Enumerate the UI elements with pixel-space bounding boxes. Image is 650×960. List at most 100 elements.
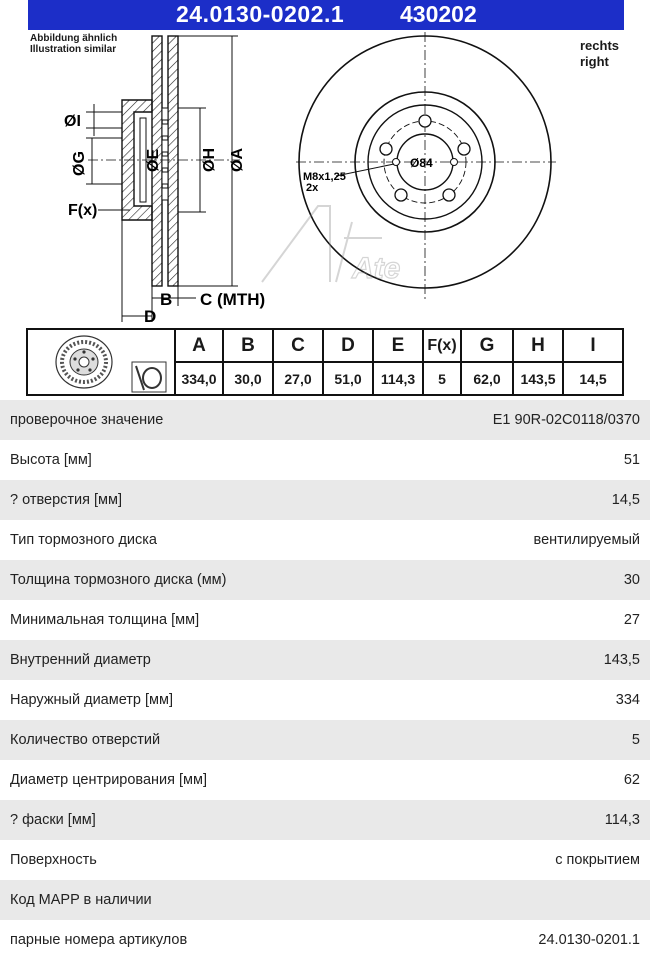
dim-header-g: G xyxy=(462,330,512,363)
dim-col-a: A 334,0 xyxy=(176,330,224,394)
dimension-lines xyxy=(86,35,238,322)
dim-col-h: H 143,5 xyxy=(514,330,564,394)
disc-thumbnail xyxy=(28,330,176,394)
part-number: 24.0130-0202.1 xyxy=(176,1,345,27)
rotor-ring-inner xyxy=(167,35,179,287)
spec-label: Диаметр центрирования [мм] xyxy=(10,772,208,788)
dim-header-i: I xyxy=(564,330,622,363)
dim-value-e: 114,3 xyxy=(380,370,416,387)
note-de: Abbildung ähnlich xyxy=(30,33,118,44)
spec-value: 143,5 xyxy=(603,652,640,668)
dimension-table: A 334,0 B 30,0 C 27,0 D 51,0 E 114,3 F(x… xyxy=(26,328,624,396)
dim-value-b: 30,0 xyxy=(234,370,262,387)
spec-value: 5 xyxy=(631,732,640,748)
dim-header-b: B xyxy=(224,330,272,363)
dim-value-a: 334,0 xyxy=(181,370,217,387)
dim-col-b: B 30,0 xyxy=(224,330,274,394)
dim-header-e: E xyxy=(374,330,422,363)
spec-row: Наружный диаметр [мм] 334 xyxy=(0,680,650,720)
dim-col-g: G 62,0 xyxy=(462,330,514,394)
spec-value: 62 xyxy=(623,772,640,788)
specs-table: проверочное значение E1 90R-02C0118/0370… xyxy=(0,400,650,960)
note-en: Illustration similar xyxy=(30,44,117,55)
dim-value-c: 27,0 xyxy=(284,370,312,387)
alt-number: 430202 xyxy=(400,1,477,27)
dim-value-d: 51,0 xyxy=(334,370,362,387)
spec-row: Код MAPP в наличии xyxy=(0,880,650,920)
label-c: C (MTH) xyxy=(200,290,265,309)
spec-label: Высота [мм] xyxy=(10,452,92,468)
thread-leader xyxy=(335,163,395,177)
spec-row: ? фаски [мм] 114,3 xyxy=(0,800,650,840)
vent-fins xyxy=(161,107,169,201)
dim-col-e: E 114,3 xyxy=(374,330,424,394)
dim-col-i: I 14,5 xyxy=(564,330,622,394)
spec-label: парные номера артикулов xyxy=(10,932,188,948)
dim-col-f: F(x) 5 xyxy=(424,330,462,394)
hub-circle xyxy=(367,104,483,220)
spec-row: Толщина тормозного диска (мм) 30 xyxy=(0,560,650,600)
label-e: ØE xyxy=(145,149,162,172)
spec-label: Наружный диаметр [мм] xyxy=(10,692,174,708)
label-center: Ø84 xyxy=(410,156,433,170)
disc-cross-section: ØI ØG ØE ØH ØA F(x) B C (MTH) D xyxy=(64,35,265,326)
title-bar: 24.0130-0202.1 430202 xyxy=(28,0,624,30)
thread-holes xyxy=(392,158,458,166)
dim-header-f: F(x) xyxy=(424,330,460,363)
label-f: F(x) xyxy=(68,202,97,219)
spec-label: Внутренний диаметр xyxy=(10,652,151,668)
label-b: B xyxy=(160,290,172,309)
spec-row: ? отверстия [мм] 14,5 xyxy=(0,480,650,520)
dim-col-d: D 51,0 xyxy=(324,330,374,394)
spec-value: с покрытием xyxy=(555,852,640,868)
spec-label: Тип тормозного диска xyxy=(10,532,157,548)
label-g: ØG xyxy=(71,151,88,176)
spec-row: Диаметр центрирования [мм] 62 xyxy=(0,760,650,800)
dim-value-g: 62,0 xyxy=(473,370,501,387)
spec-value: 14,5 xyxy=(611,492,640,508)
spec-value: 334 xyxy=(615,692,640,708)
label-i: ØI xyxy=(64,113,81,130)
watermark-text: Ate xyxy=(351,252,400,285)
spec-label: Поверхность xyxy=(10,852,97,868)
spec-label: Минимальная толщина [мм] xyxy=(10,612,200,628)
spec-row: Количество отверстий 5 xyxy=(0,720,650,760)
bolt-holes xyxy=(379,114,471,202)
side-indicator: rechts right xyxy=(580,38,619,70)
label-thread: M8x1,25 xyxy=(303,171,346,183)
dim-value-f: 5 xyxy=(438,370,446,387)
spec-value: E1 90R-02C0118/0370 xyxy=(492,412,640,428)
technical-drawing: 24.0130-0202.1 430202 Abbildung ähnlich … xyxy=(0,0,650,400)
dim-header-a: A xyxy=(176,330,222,363)
spec-row: Поверхность с покрытием xyxy=(0,840,650,880)
disc-drawing-svg: ØI ØG ØE ØH ØA F(x) B C (MTH) D xyxy=(64,32,556,326)
dim-header-h: H xyxy=(514,330,562,363)
illustration-note: Abbildung ähnlich Illustration similar xyxy=(30,33,117,55)
spec-row: парные номера артикулов 24.0130-0201.1 xyxy=(0,920,650,960)
dim-value-i: 14,5 xyxy=(579,370,607,387)
spec-row: Минимальная толщина [мм] 27 xyxy=(0,600,650,640)
side-de: rechts xyxy=(580,38,620,53)
side-en: right xyxy=(580,54,609,69)
spec-row: Тип тормозного диска вентилируемый xyxy=(0,520,650,560)
dim-header-c: C xyxy=(274,330,322,363)
spec-label: ? отверстия [мм] xyxy=(10,492,123,508)
label-a: ØA xyxy=(229,148,246,172)
spec-value: 24.0130-0201.1 xyxy=(538,932,640,948)
label-thread-count: 2x xyxy=(306,182,319,194)
spec-value: 114,3 xyxy=(604,812,640,828)
label-d: D xyxy=(144,307,156,326)
spec-value: 30 xyxy=(623,572,640,588)
spec-value: 51 xyxy=(623,452,640,468)
label-h: ØH xyxy=(201,148,218,172)
dim-value-h: 143,5 xyxy=(520,370,556,387)
spec-value: 27 xyxy=(623,612,640,628)
spec-label: Толщина тормозного диска (мм) xyxy=(10,572,227,588)
spec-label: Количество отверстий xyxy=(10,732,161,748)
outer-circle xyxy=(298,35,552,289)
dim-col-c: C 27,0 xyxy=(274,330,324,394)
spec-row: Внутренний диаметр 143,5 xyxy=(0,640,650,680)
spec-label: Код MAPP в наличии xyxy=(10,892,152,908)
ate-watermark: Ate xyxy=(261,205,401,286)
disc-front-view: Ø84 M8x1,25 2x Ate xyxy=(261,32,556,300)
